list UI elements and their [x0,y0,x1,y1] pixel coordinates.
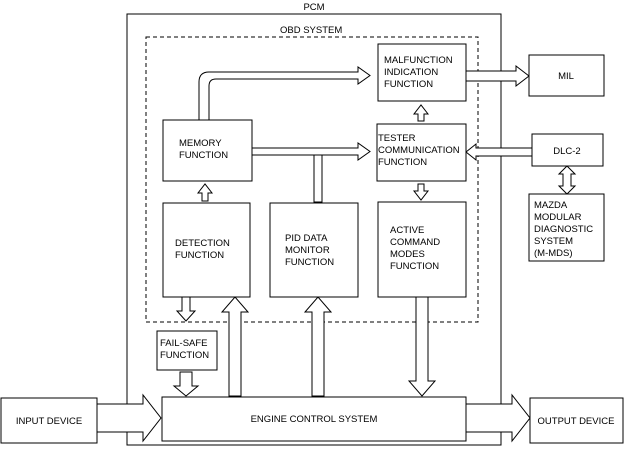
mil-box [528,54,605,97]
arrow-failsafe-to-engine [172,371,200,397]
arrow-tester-to-malfunction [412,104,430,122]
pid-monitor-label: PID DATA MONITOR FUNCTION [285,233,334,268]
arrow-dlc-mmds-bidirectional [557,165,577,195]
arrow-malfunction-to-mil [465,64,530,88]
input-device-label: INPUT DEVICE [16,416,82,427]
arrow-memory-to-malfunction [198,66,371,121]
output-device-box [529,397,624,444]
tester-communication-box [376,123,467,182]
arrow-engine-to-detection [220,296,250,397]
arrow-engine-to-pid [303,296,333,397]
arrow-pid-to-tester [313,154,323,203]
malfunction-indication-box [377,43,467,102]
tester-communication-label: TESTER COMMUNICATION FUNCTION [378,133,462,168]
arrow-input-to-engine [96,393,162,443]
failsafe-function-box [156,330,218,371]
arrow-active-to-engine [407,296,437,397]
mmds-box [528,193,605,262]
engine-control-label: ENGINE CONTROL SYSTEM [251,414,378,425]
obd-title: OBD SYSTEM [280,25,342,36]
arrow-detection-to-failsafe [175,296,197,322]
failsafe-function-label: FAIL-SAFE FUNCTION [160,338,210,361]
engine-control-box [161,396,467,442]
pcm-title: PCM [303,2,324,13]
memory-function-box [162,119,253,182]
pid-monitor-box [269,202,359,298]
dlc2-box [531,133,604,167]
pcm-frame [126,13,502,446]
arrow-memory-to-tester [251,142,371,161]
active-command-label: ACTIVE COMMAND MODES FUNCTION [390,225,443,272]
detection-function-label: DETECTION FUNCTION [175,238,233,261]
active-command-box [377,201,467,298]
arrow-engine-to-output [465,393,531,443]
dlc2-label: DLC-2 [553,146,580,157]
mil-label: MIL [558,71,574,82]
malfunction-indication-label: MALFUNCTION INDICATION FUNCTION [384,55,455,90]
detection-function-box [162,202,251,298]
output-device-label: OUTPUT DEVICE [538,416,615,427]
memory-function-label: MEMORY FUNCTION [179,138,228,161]
arrow-detection-to-memory [196,183,214,202]
arrow-tester-to-active [412,183,430,201]
input-device-box [0,397,98,444]
mmds-label: MAZDA MODULAR DIAGNOSTIC SYSTEM (M-MDS) [534,200,596,259]
